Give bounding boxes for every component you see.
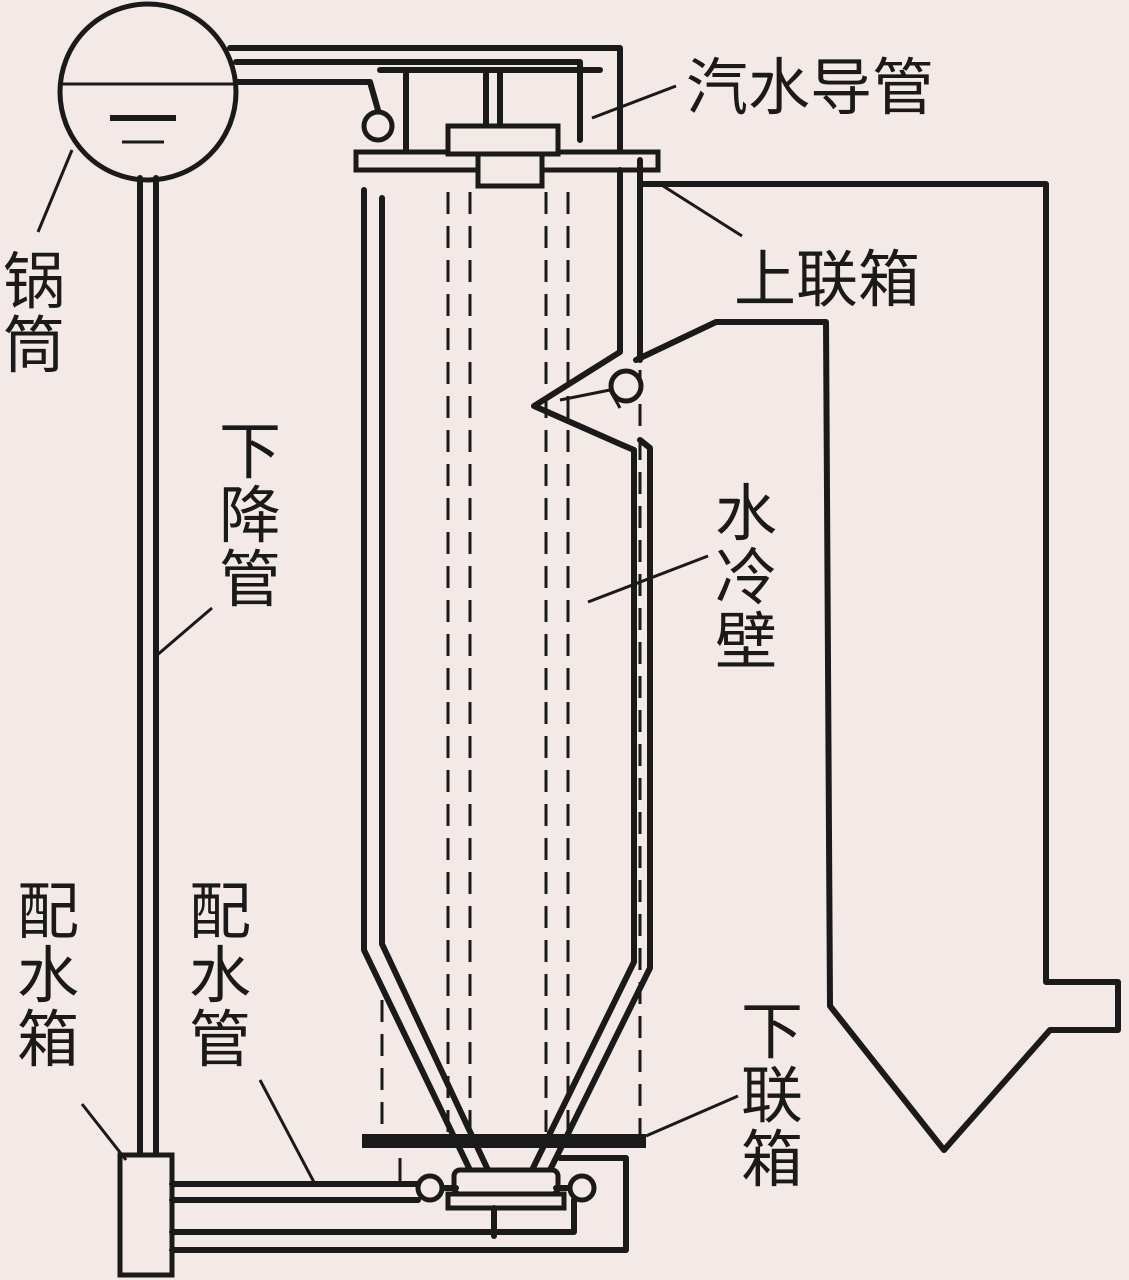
leader-lines [36, 84, 743, 1187]
downcomer-pipe [137, 175, 159, 1158]
leader-distribution-pipe [258, 1079, 318, 1187]
label-lower-header: 下联箱 [740, 995, 803, 1196]
label-steam-water-pipe: 汽水导管 [686, 51, 935, 124]
hidden-tubes [380, 192, 642, 1140]
steam-water-pipes [227, 45, 623, 153]
label-distribution-box: 配水箱 [16, 875, 79, 1076]
water-wall-tubes [361, 167, 653, 1173]
leader-drum [36, 149, 74, 233]
leader-distribution-box [80, 1103, 128, 1161]
lower-header [362, 1134, 646, 1239]
leader-upper-header [659, 182, 743, 238]
label-distribution-pipe: 配水管 [188, 875, 251, 1076]
leader-lower-header [645, 1094, 739, 1138]
distribution-joint-right [567, 1173, 597, 1203]
furnace-casing [633, 157, 1121, 1153]
pipe-joint-top [361, 109, 395, 143]
drum-shell [57, 1, 239, 183]
label-upper-header: 上联箱 [734, 243, 921, 316]
distribution-joint-left [415, 1173, 445, 1203]
label-downcomer: 下降管 [218, 415, 281, 616]
distribution-box [117, 1152, 175, 1278]
upper-header [353, 123, 661, 189]
drum [57, 1, 239, 183]
label-drum: 锅筒 [2, 245, 65, 382]
label-water-wall: 水冷壁 [714, 477, 777, 678]
distribution-pipes [169, 1155, 629, 1253]
leader-water-wall [587, 554, 709, 604]
water-wall-joint [608, 368, 644, 404]
leader-downcomer [155, 606, 213, 658]
leader-steam-water-pipe [591, 84, 677, 120]
